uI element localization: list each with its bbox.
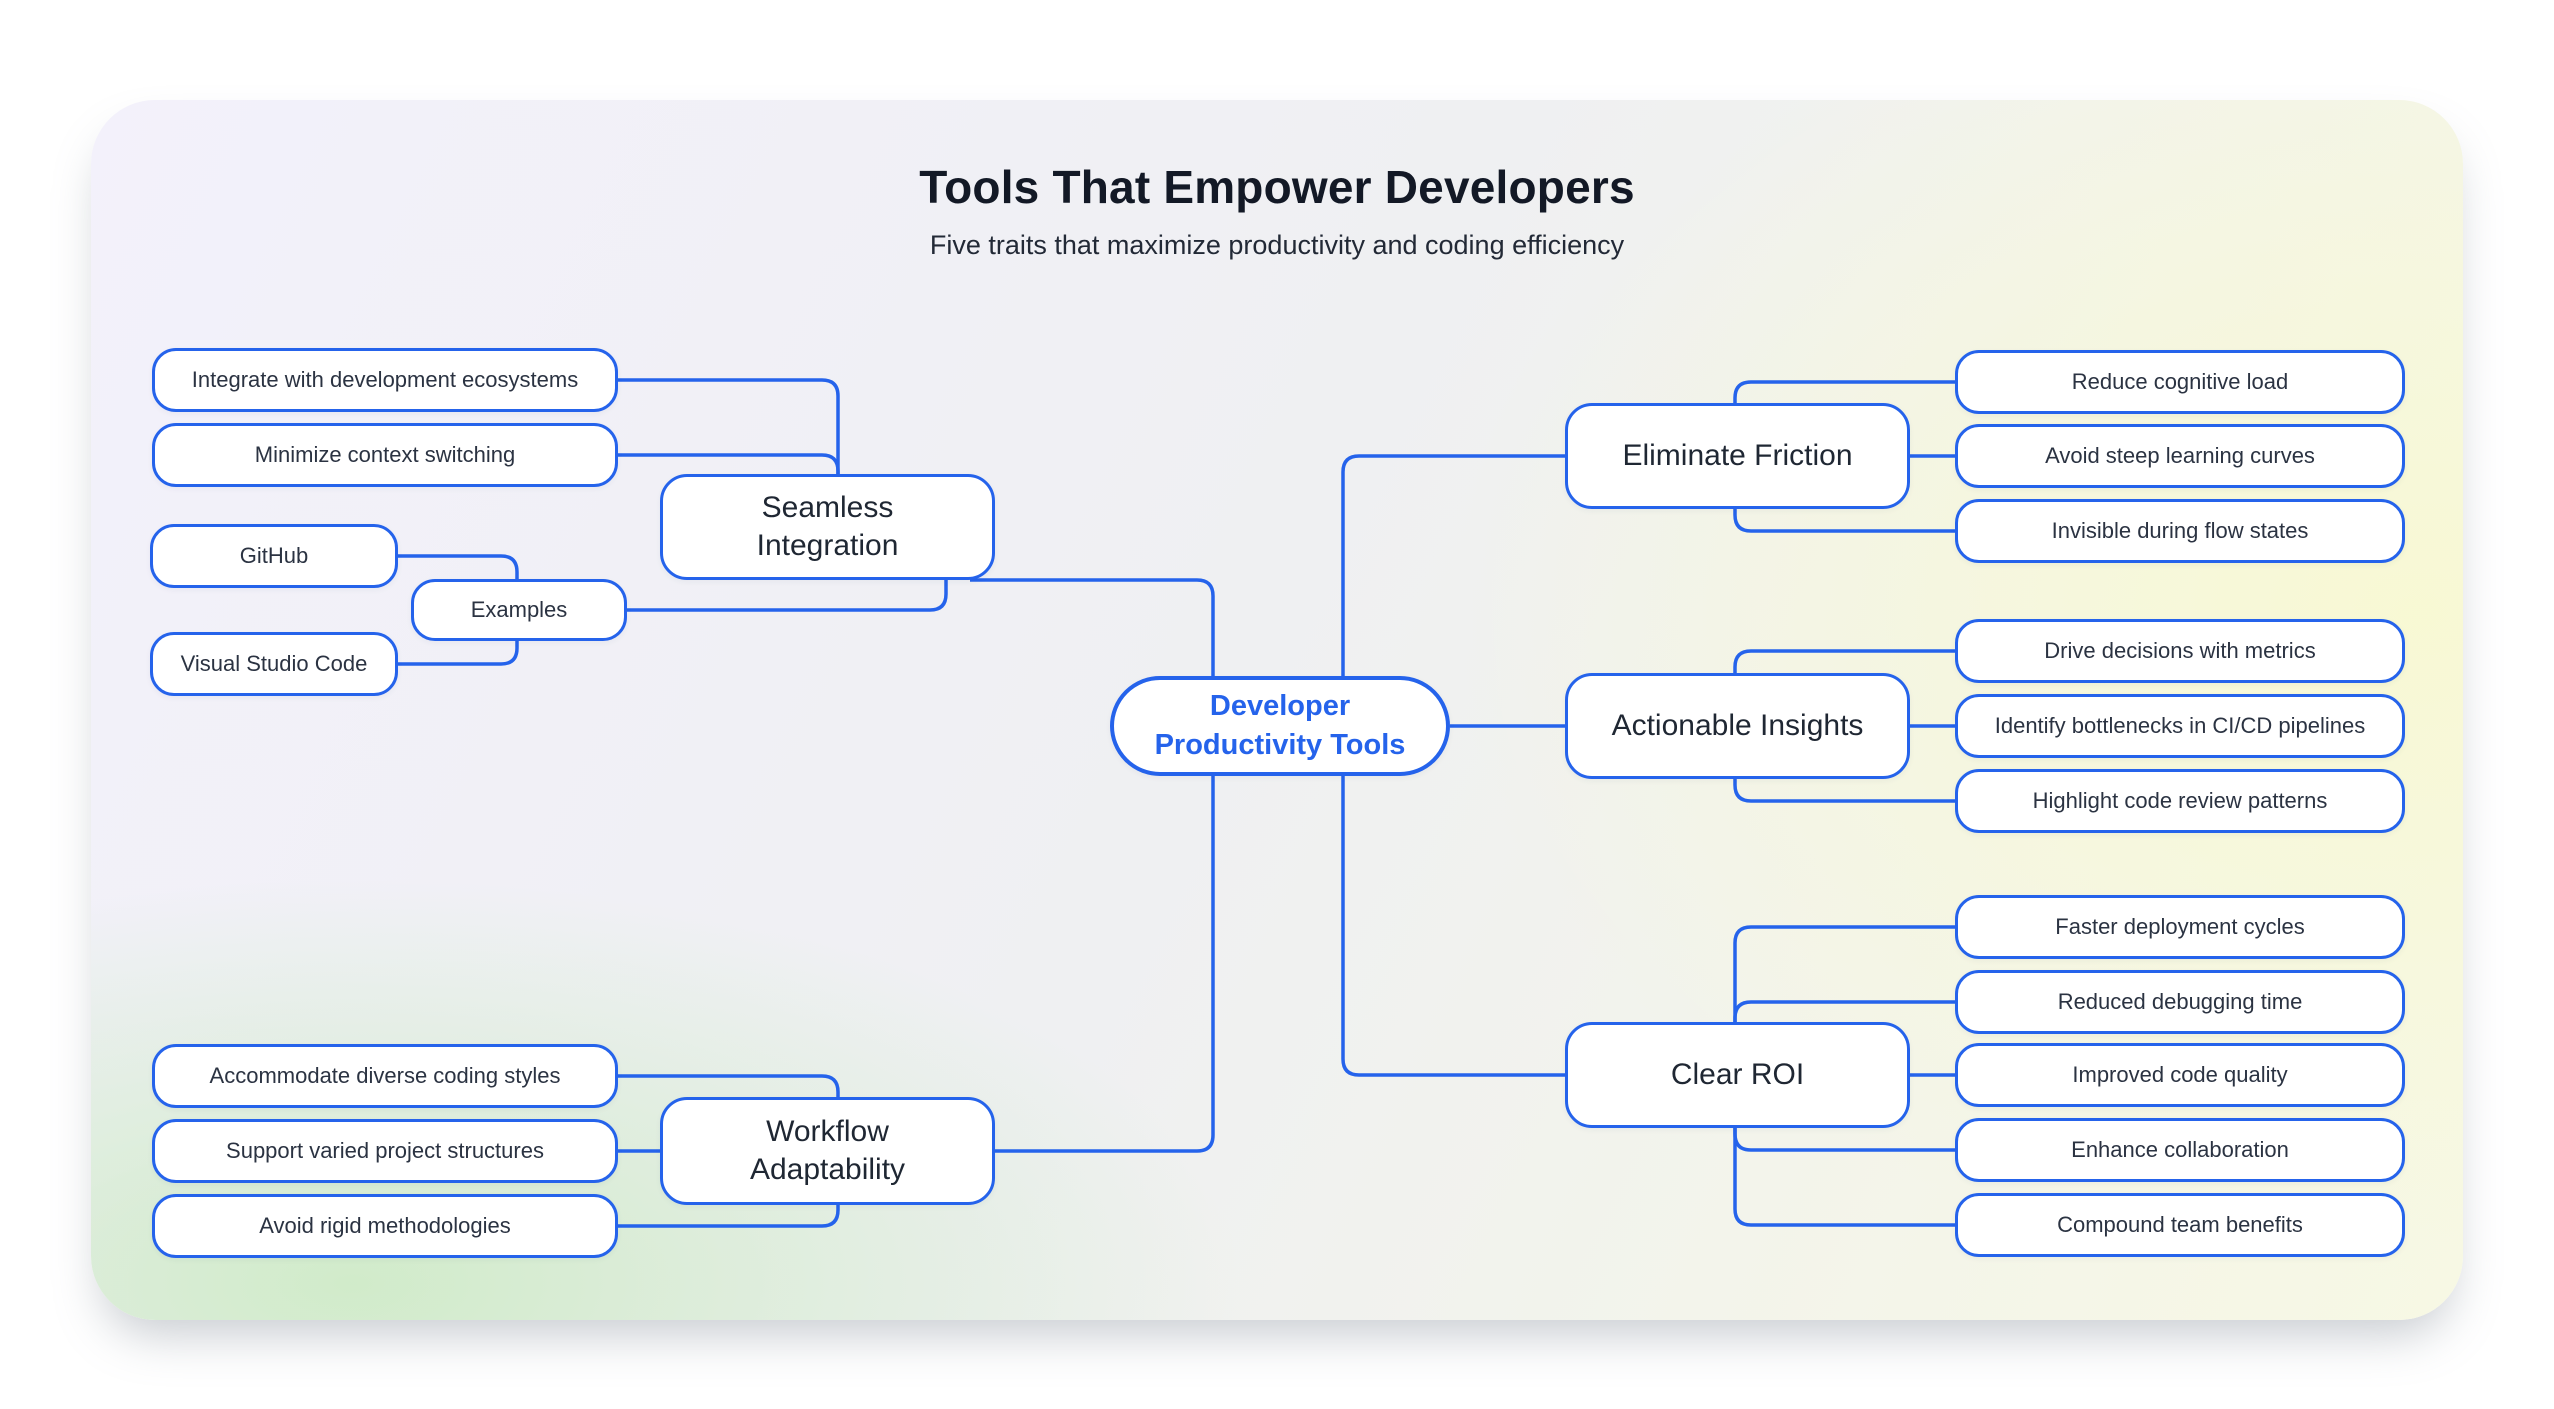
- node-minimize-context-switching[interactable]: Minimize context switching: [152, 423, 618, 487]
- node-visual-studio-code[interactable]: Visual Studio Code: [150, 632, 398, 696]
- node-faster-deployment-cycles[interactable]: Faster deployment cycles: [1955, 895, 2405, 959]
- connector-github-to-examples: [398, 554, 519, 579]
- connector-root-to-eliminate-friction: [1341, 454, 1565, 676]
- connector-roi-to-reduced-debugging: [1733, 1000, 1955, 1022]
- node-clear-roi[interactable]: Clear ROI: [1565, 1022, 1910, 1128]
- page-subtitle: Five traits that maximize productivity a…: [929, 230, 1625, 260]
- connector-ai-to-highlight-patterns: [1733, 779, 1955, 803]
- node-avoid-rigid-methodologies[interactable]: Avoid rigid methodologies: [152, 1194, 618, 1258]
- node-identify-bottlenecks[interactable]: Identify bottlenecks in CI/CD pipelines: [1955, 694, 2405, 758]
- connector-accommodate-to-workflow: [618, 1074, 840, 1097]
- connector-ef-to-reduce-cognitive-load: [1733, 380, 1955, 403]
- node-enhance-collaboration[interactable]: Enhance collaboration: [1955, 1118, 2405, 1182]
- connector-vscode-to-examples: [398, 641, 519, 666]
- connector-roi-to-compound-benefits: [1733, 1128, 1955, 1227]
- node-workflow-adaptability[interactable]: Workflow Adaptability: [660, 1097, 995, 1205]
- node-examples[interactable]: Examples: [411, 579, 627, 641]
- node-reduce-cognitive-load[interactable]: Reduce cognitive load: [1955, 350, 2405, 414]
- node-developer-productivity-tools[interactable]: Developer Productivity Tools: [1110, 676, 1450, 776]
- connector-avoid-rigid-to-workflow: [618, 1205, 840, 1228]
- page-title: Tools That Empower Developers: [919, 161, 1635, 213]
- node-label: Developer Productivity Tools: [1154, 690, 1406, 761]
- node-actionable-insights[interactable]: Actionable Insights: [1565, 673, 1910, 779]
- connector-root-to-workflow: [995, 776, 1215, 1153]
- node-invisible-during-flow-states[interactable]: Invisible during flow states: [1955, 499, 2405, 563]
- node-improved-code-quality[interactable]: Improved code quality: [1955, 1043, 2405, 1107]
- node-compound-team-benefits[interactable]: Compound team benefits: [1955, 1193, 2405, 1257]
- node-support-project-structures[interactable]: Support varied project structures: [152, 1119, 618, 1183]
- connector-ef-to-invisible-flow: [1733, 509, 1955, 533]
- node-avoid-steep-learning-curves[interactable]: Avoid steep learning curves: [1955, 424, 2405, 488]
- node-label: Seamless Integration: [756, 490, 899, 562]
- connector-roi-to-enhance-collaboration: [1733, 1128, 1955, 1152]
- node-accommodate-coding-styles[interactable]: Accommodate diverse coding styles: [152, 1044, 618, 1108]
- connector-minimize-to-seamless: [618, 453, 840, 476]
- node-drive-decisions-with-metrics[interactable]: Drive decisions with metrics: [1955, 619, 2405, 683]
- node-label: Eliminate Friction: [1622, 438, 1853, 472]
- connector-ai-to-drive-decisions: [1733, 649, 1955, 673]
- connector-seamless-to-root: [970, 578, 1215, 676]
- node-seamless-integration[interactable]: Seamless Integration: [660, 474, 995, 580]
- connector-roi-to-faster-deployment: [1733, 925, 1955, 1022]
- connector-integrate-to-seamless: [618, 378, 840, 476]
- node-label: Clear ROI: [1670, 1057, 1805, 1091]
- connector-root-to-clear-roi: [1341, 776, 1565, 1077]
- node-reduced-debugging-time[interactable]: Reduced debugging time: [1955, 970, 2405, 1034]
- connector-examples-to-seamless: [627, 580, 948, 612]
- node-integrate-ecosystems[interactable]: Integrate with development ecosystems: [152, 348, 618, 412]
- node-label: Actionable Insights: [1611, 708, 1864, 742]
- node-highlight-code-review-patterns[interactable]: Highlight code review patterns: [1955, 769, 2405, 833]
- node-eliminate-friction[interactable]: Eliminate Friction: [1565, 403, 1910, 509]
- node-github[interactable]: GitHub: [150, 524, 398, 588]
- node-label: Workflow Adaptability: [749, 1114, 906, 1186]
